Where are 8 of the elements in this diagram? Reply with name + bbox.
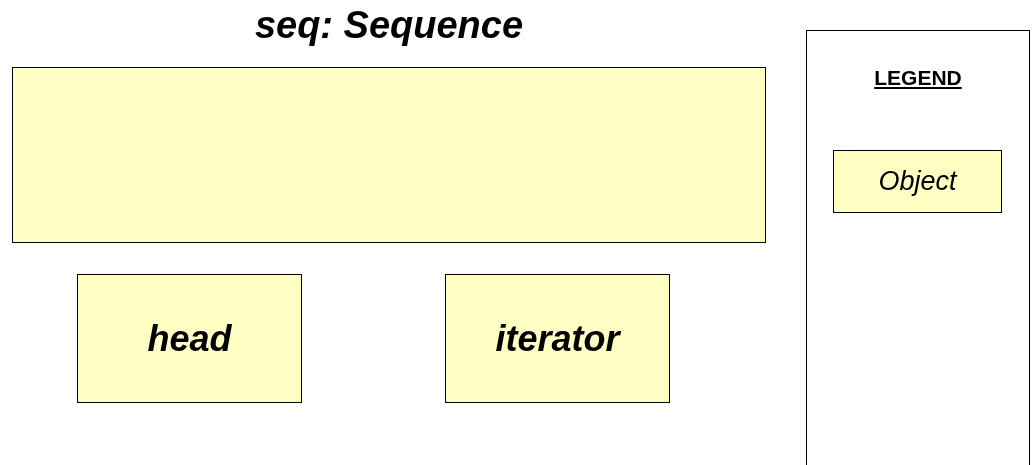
- legend-text: Object: [878, 166, 957, 197]
- legend-title: LEGEND: [874, 66, 962, 89]
- object-label: iterator: [495, 317, 620, 360]
- object-label: head: [147, 317, 232, 360]
- object-box: [445, 274, 670, 403]
- object-box: [77, 274, 302, 403]
- object-title: seq: Sequence: [254, 4, 524, 47]
- legend-panel: [806, 30, 1030, 465]
